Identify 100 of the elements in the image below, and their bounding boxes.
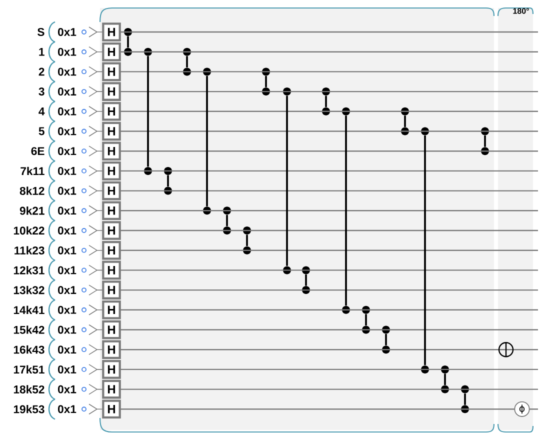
- control-dot: [421, 127, 429, 136]
- control-line: [246, 234, 248, 246]
- control-dot: [302, 266, 310, 274]
- wire-label: 6E: [31, 147, 44, 156]
- wire: [120, 289, 538, 291]
- wire-label: 15k42: [14, 326, 44, 334]
- control-dot: [203, 68, 211, 76]
- gate-box: H: [102, 62, 121, 82]
- wire-label: 3: [38, 88, 44, 96]
- wire-label: 9k21: [20, 206, 44, 215]
- wire: [120, 408, 538, 410]
- wire-label: 7k11: [20, 166, 44, 176]
- control-dot: [223, 206, 231, 215]
- value-label: 0x1: [58, 88, 76, 96]
- wire: [120, 210, 538, 212]
- wire-label: 1: [39, 48, 44, 56]
- value-label: 0x1: [58, 206, 76, 215]
- gate-box: H: [102, 300, 121, 320]
- wire-label: 10k22: [14, 226, 44, 235]
- control-dot: [322, 88, 330, 96]
- control-dot: [283, 266, 291, 274]
- wire: [120, 388, 538, 390]
- control-line: [206, 76, 208, 206]
- angle-label: 180°: [513, 8, 529, 14]
- gate-box: H: [102, 260, 121, 280]
- gate-box: H: [102, 102, 121, 121]
- control-dot: [164, 166, 172, 175]
- control-line: [464, 394, 466, 405]
- gate-box: H: [102, 221, 121, 240]
- wire-label: 18k52: [14, 385, 44, 394]
- wire-label: 2: [38, 68, 44, 76]
- wire: [120, 190, 538, 192]
- wire-label: 19k53: [14, 404, 44, 414]
- control-dot: [183, 68, 191, 76]
- wire: [120, 368, 538, 370]
- control-line: [186, 56, 188, 68]
- wire: [120, 110, 538, 112]
- gate-box: H: [102, 280, 121, 300]
- value-label: 0x1: [58, 107, 76, 116]
- control-dot: [223, 226, 231, 234]
- control-dot: [302, 286, 310, 294]
- value-label: 0x1: [58, 266, 76, 274]
- control-dot: [421, 365, 429, 374]
- value-label: 0x1: [58, 286, 76, 294]
- control-dot: [481, 147, 489, 156]
- control-line: [127, 36, 129, 48]
- control-dot: [342, 107, 350, 116]
- control-line: [226, 214, 228, 226]
- wire: [120, 250, 538, 251]
- wire-label: 5: [38, 127, 44, 136]
- wire-label: 16k43: [14, 345, 44, 354]
- gate-box: H: [102, 320, 121, 340]
- gate-box: H: [102, 142, 121, 160]
- control-dot: [144, 166, 152, 175]
- gate-box: H: [102, 400, 121, 419]
- control-dot: [262, 68, 270, 76]
- value-label: 0x1: [58, 166, 76, 175]
- wire: [120, 150, 538, 152]
- wire: [120, 51, 538, 52]
- control-dot: [262, 88, 270, 96]
- gate-box: H: [102, 240, 121, 260]
- control-dot: [481, 127, 489, 136]
- control-dot: [461, 405, 469, 414]
- wire: [120, 270, 538, 271]
- wire-label: 8k12: [20, 186, 44, 195]
- value-label: 0x1: [58, 226, 76, 234]
- value-label: 0x1: [58, 326, 76, 334]
- wire-label: 13k32: [14, 286, 44, 294]
- wire: [120, 170, 538, 172]
- control-line: [424, 136, 426, 366]
- control-dot: [243, 246, 251, 254]
- control-dot: [342, 306, 350, 314]
- wire-label: 4: [38, 108, 45, 116]
- control-line: [404, 116, 406, 127]
- control-line: [345, 116, 347, 306]
- gate-box: H: [102, 122, 121, 141]
- control-line: [444, 374, 446, 386]
- value-label: 0x1: [58, 306, 76, 314]
- control-line: [265, 76, 267, 88]
- control-line: [305, 274, 307, 286]
- gate-box: H: [102, 42, 121, 62]
- wire-label: 17k51: [14, 365, 44, 374]
- control-dot: [124, 48, 132, 56]
- value-label: 0x1: [58, 246, 76, 254]
- control-line: [385, 334, 387, 346]
- gate-box: H: [102, 22, 121, 42]
- value-label: 0x1: [58, 405, 76, 414]
- control-dot: [203, 206, 211, 215]
- control-line: [167, 175, 169, 187]
- wire-label: S: [38, 28, 44, 36]
- control-dot: [164, 186, 172, 195]
- control-line: [147, 56, 149, 167]
- control-dot: [183, 48, 191, 56]
- wire-label: 11k23: [14, 246, 44, 254]
- gate-box: H: [102, 201, 121, 220]
- control-dot: [124, 28, 132, 36]
- control-dot: [362, 326, 370, 334]
- control-dot: [401, 107, 409, 116]
- control-dot: [461, 385, 469, 394]
- gate-box: H: [102, 380, 121, 399]
